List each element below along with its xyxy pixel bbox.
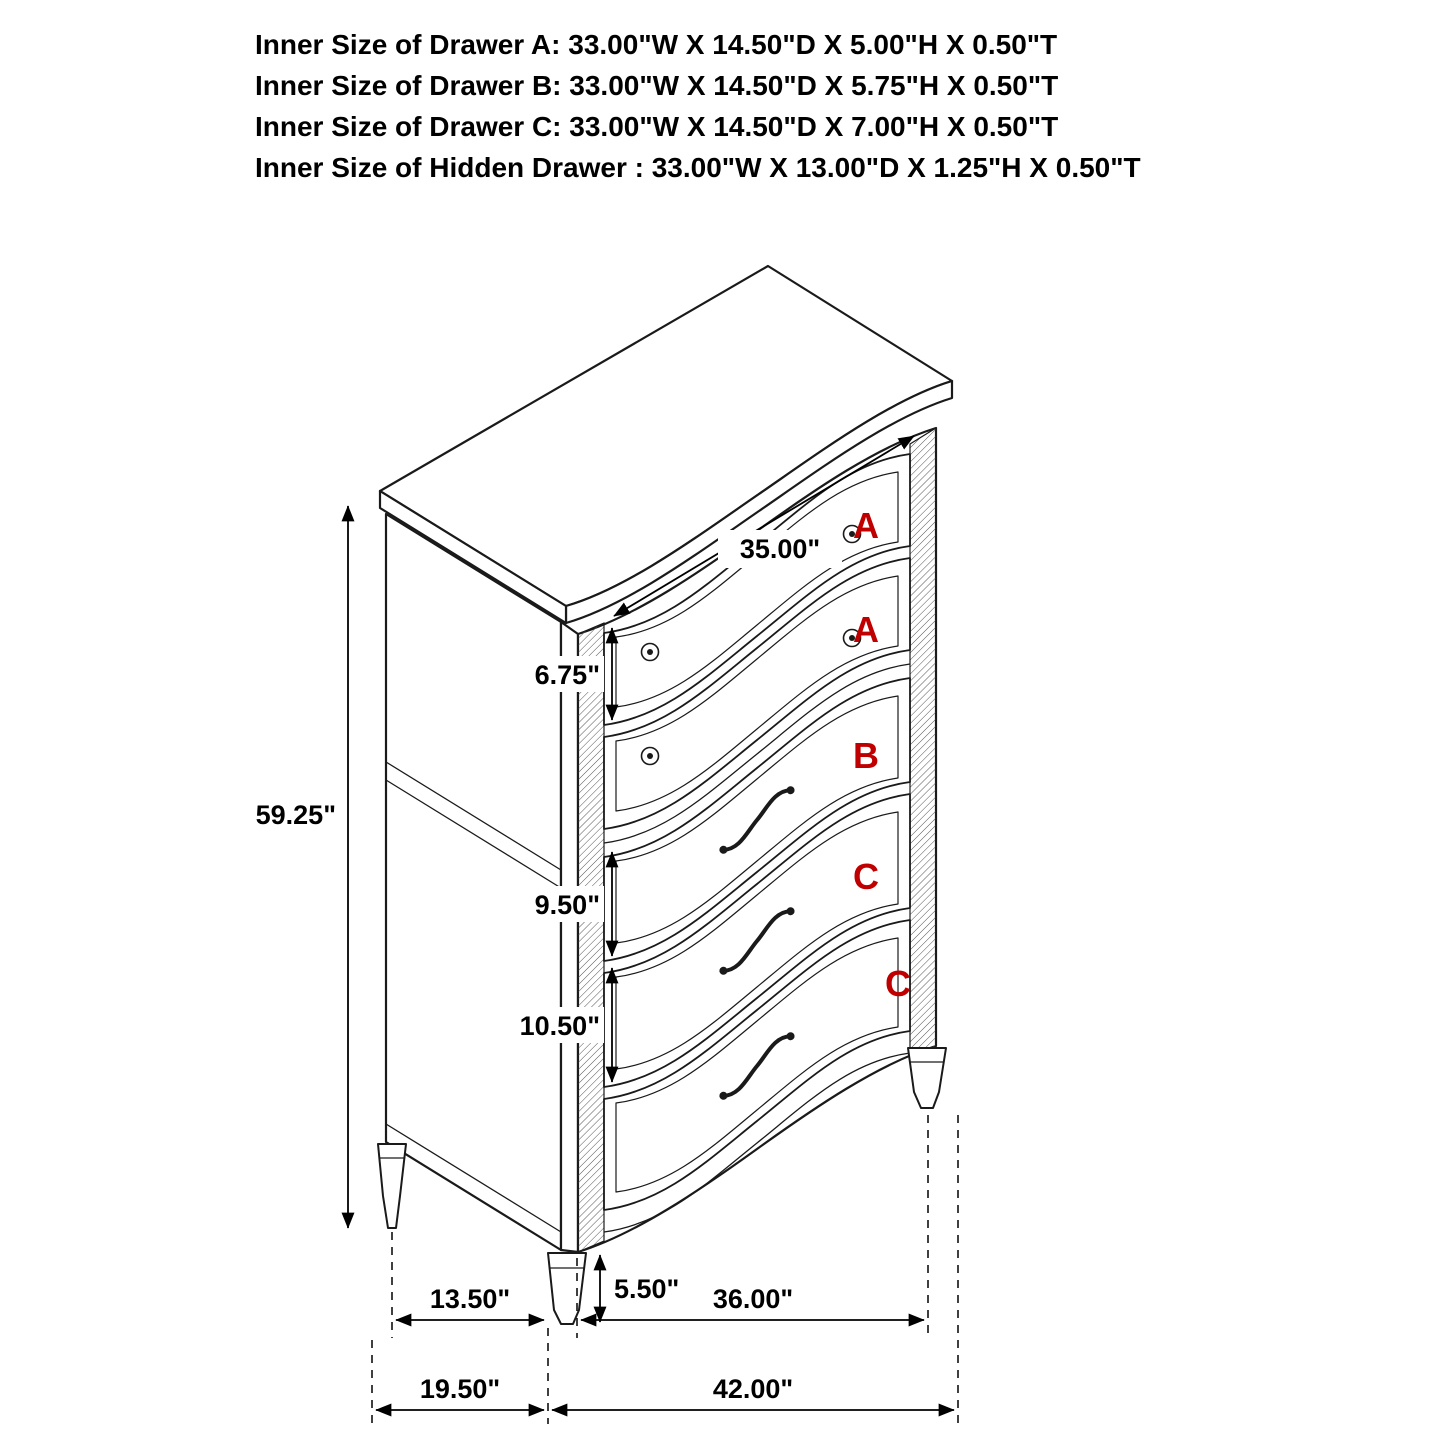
knob-a1-left [640,642,660,662]
dim-overall-height-label: 59.25" [256,800,336,830]
dim-drawer-b-height-label: 9.50" [535,890,600,920]
dim-front-leg-span-label: 36.00" [713,1284,793,1314]
dim-top-drawer-height-label: 6.75" [535,660,600,690]
drawer-label-c2: C [885,963,911,1004]
left-panel-base-molding [385,1123,562,1233]
dim-overall-depth: 19.50" [375,1374,545,1417]
dim-drawer-c-height-label: 10.50" [520,1011,600,1041]
front-mid-rail-molding [603,663,911,844]
dim-overall-height: 59.25" [256,505,355,1229]
front-base-rail-molding [603,1052,911,1233]
chest-body [377,264,954,1325]
leg-back-left [377,1143,407,1229]
dim-leg-height: 5.50" [593,1254,679,1323]
drawer-label-a1: A [853,505,879,546]
dim-leg-height-label: 5.50" [614,1274,679,1304]
dim-leg-setback: 13.50" [395,1284,545,1327]
spec-text-block: Inner Size of Drawer A: 33.00"W X 14.50"… [255,24,1141,188]
spec-line-drawer-c: Inner Size of Drawer C: 33.00"W X 14.50"… [255,111,1059,142]
spec-line-drawer-b: Inner Size of Drawer B: 33.00"W X 14.50"… [255,70,1059,101]
dim-top-width-label: 35.00" [740,534,820,564]
pilaster-left [577,622,605,1253]
drawer-label-c1: C [853,856,879,897]
leg-front-right [907,1047,947,1109]
dim-top-width: 35.00" [613,435,915,617]
leg-front-left [547,1252,587,1325]
dim-leg-setback-label: 13.50" [430,1284,510,1314]
dim-top-drawer-height: 6.75" [520,627,619,721]
drawer-b-panel [615,695,899,944]
spec-line-drawer-a: Inner Size of Drawer A: 33.00"W X 14.50"… [255,29,1058,60]
front-corner-edge [559,620,580,1254]
dim-front-leg-span: 36.00" [580,1284,925,1327]
drawer-label-a2: A [853,609,879,650]
drawer-label-b: B [853,735,879,776]
pilaster-right [909,426,937,1064]
spec-line-hidden-drawer: Inner Size of Hidden Drawer : 33.00"W X … [255,152,1141,183]
left-panel-mid-molding [385,761,562,871]
chest-top-left-edge [378,489,568,625]
dimension-annotations: 59.25" 35.00" 6.75" 9.50" 10.50" [256,435,959,1424]
dim-overall-depth-label: 19.50" [420,1374,500,1404]
drawer-a2 [603,557,911,830]
left-panel-mid-molding-2 [385,779,562,889]
dim-drawer-b-height: 9.50" [516,851,619,957]
drawer-c2-panel [615,937,899,1193]
drawer-c1-panel [615,811,899,1070]
dim-overall-width-label: 42.00" [713,1374,793,1404]
knob-a2-left [640,746,660,766]
drawer-a2-panel [615,575,899,812]
dim-overall-width: 42.00" [551,1374,955,1417]
dim-drawer-c-height: 10.50" [502,967,619,1083]
